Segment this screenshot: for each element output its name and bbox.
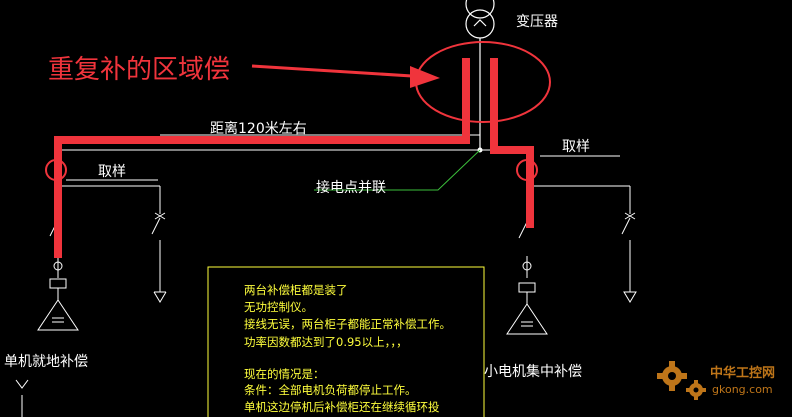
arrow-head bbox=[410, 66, 440, 88]
notes-box-border bbox=[207, 266, 485, 417]
watermark-title: 中华工控网 bbox=[710, 365, 775, 381]
highlight-wiring bbox=[54, 58, 534, 258]
small-marks bbox=[52, 212, 636, 327]
watermark-gear-icon bbox=[657, 361, 706, 400]
junction-leader bbox=[314, 147, 483, 191]
sample-label-left: 取样 bbox=[98, 164, 126, 180]
left-ground-triangle bbox=[153, 291, 167, 303]
transformer-symbol bbox=[465, 0, 495, 148]
highlight-right-path bbox=[490, 58, 534, 228]
notes-line-4: 功率因数都达到了0.95以上，，， bbox=[244, 335, 408, 349]
right-ground-triangle bbox=[623, 291, 637, 303]
single-machine-label: 单机就地补偿 bbox=[4, 354, 88, 370]
left-bottom-y bbox=[15, 379, 29, 389]
left-capacitor-delta bbox=[37, 299, 79, 331]
notes-line-7: 条件：全部电机负荷都停止工作。 bbox=[244, 383, 417, 397]
junction-label: 接电点并联 bbox=[316, 179, 386, 196]
right-capacitor-delta bbox=[506, 303, 548, 335]
right-switch-x-mark bbox=[624, 212, 636, 220]
annotation-arrow bbox=[251, 64, 440, 88]
notes-line-2: 无功控制仪。 bbox=[244, 300, 313, 314]
distance-label: 距离120米左右 bbox=[210, 120, 307, 137]
left-sample-marker bbox=[45, 159, 67, 181]
highlight-left-path bbox=[54, 58, 470, 258]
junction-leader-line bbox=[314, 149, 481, 191]
transformer-glyph bbox=[473, 19, 487, 27]
notes-line-6: 现在的情况是： bbox=[244, 367, 325, 381]
notes-line-8: 单机这边停机后补偿柜还在继续循环投 bbox=[244, 400, 440, 414]
left-switch-blade bbox=[151, 217, 161, 235]
watermark: 中华工控网 gkong.com bbox=[657, 361, 775, 400]
notes-box: 两台补偿柜都是装了 无功控制仪。 接线无误，两台柜子都能正常补偿工作。 功率因数… bbox=[207, 266, 485, 417]
right-coil-mark bbox=[522, 261, 532, 271]
small-motor-label: 小电机集中补偿 bbox=[484, 363, 582, 380]
arrow-shaft bbox=[251, 64, 413, 78]
watermark-url: gkong.com bbox=[712, 383, 773, 396]
right-switch-blade bbox=[621, 217, 631, 235]
repeat-zone-label: 重复补的区域偿 bbox=[48, 55, 230, 85]
left-switch-x-mark bbox=[154, 212, 166, 220]
notes-line-3: 接线无误，两台柜子都能正常补偿工作。 bbox=[244, 317, 451, 331]
left-coil-mark bbox=[53, 261, 63, 271]
right-main-switch-blade bbox=[518, 221, 528, 239]
notes-line-1: 两台补偿柜都是装了 bbox=[244, 283, 348, 297]
sample-label-right: 取样 bbox=[562, 139, 590, 155]
transformer-winding-top bbox=[465, 0, 495, 19]
right-sample-marker bbox=[516, 159, 538, 181]
transformer-label: 变压器 bbox=[516, 14, 558, 30]
